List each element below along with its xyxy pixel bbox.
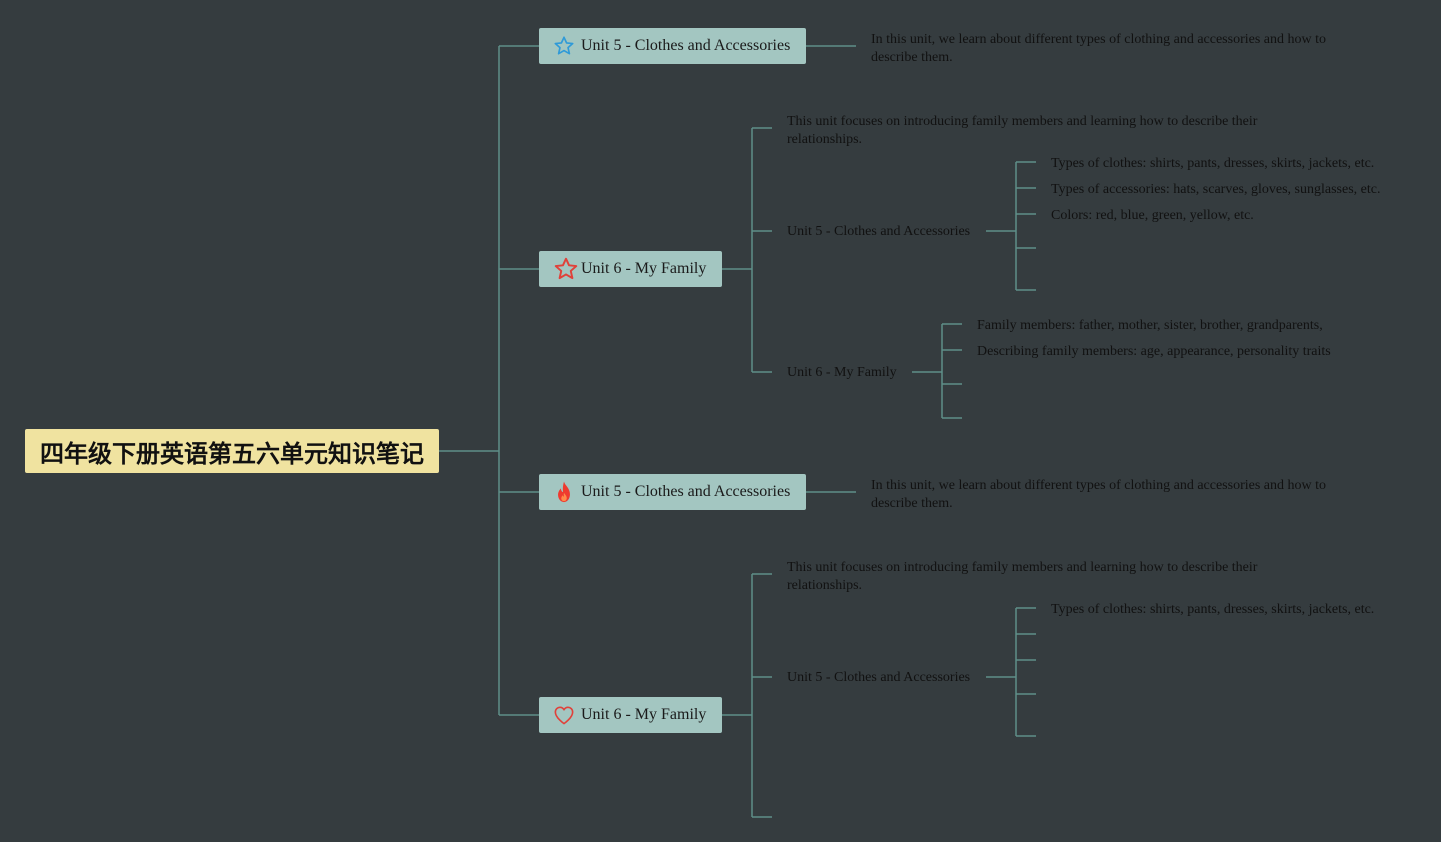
root-title: 四年级下册英语第五六单元知识笔记: [40, 439, 424, 468]
branch-unit5-clothes-1[interactable]: Unit 5 - Clothes and Accessories: [539, 28, 806, 64]
branch-unit6-family-1[interactable]: Unit 6 - My Family: [539, 251, 722, 287]
branch-unit5-clothes-2[interactable]: Unit 5 - Clothes and Accessories: [539, 474, 806, 510]
branch2-sub1-label[interactable]: Unit 5 - Clothes and Accessories: [787, 224, 971, 239]
branch2-sub1-item-2[interactable]: Types of accessories: hats, scarves, glo…: [1051, 182, 1381, 197]
heart-outline-icon: [553, 701, 581, 729]
star-outline-blue-icon: [553, 32, 581, 60]
branch3-description: In this unit, we learn about different t…: [871, 478, 1327, 511]
branch2-intro: This unit focuses on introducing family …: [787, 114, 1258, 146]
branch4-intro: This unit focuses on introducing family …: [787, 560, 1258, 592]
branch-label: Unit 5 - Clothes and Accessories: [581, 483, 791, 500]
branch4-sub1-label[interactable]: Unit 5 - Clothes and Accessories: [787, 670, 971, 685]
branch-unit6-family-2[interactable]: Unit 6 - My Family: [539, 697, 722, 733]
branch-label: Unit 6 - My Family: [581, 260, 707, 277]
branch-label: Unit 5 - Clothes and Accessories: [581, 37, 791, 54]
branch2-sub2-item-2[interactable]: Describing family members: age, appearan…: [977, 344, 1331, 359]
branch2-sub1-item-3[interactable]: Colors: red, blue, green, yellow, etc.: [1051, 208, 1254, 223]
branch1-description: In this unit, we learn about different t…: [871, 32, 1327, 65]
branch2-sub1-item-1[interactable]: Types of clothes: shirts, pants, dresses…: [1051, 156, 1375, 171]
star-outline-red-icon: [553, 255, 581, 283]
branch-label: Unit 6 - My Family: [581, 706, 707, 723]
branch4-sub1-item-1[interactable]: Types of clothes: shirts, pants, dresses…: [1051, 602, 1375, 617]
flame-icon: [553, 478, 581, 506]
branch2-sub2-item-1[interactable]: Family members: father, mother, sister, …: [977, 318, 1323, 333]
branch2-sub2-label[interactable]: Unit 6 - My Family: [787, 365, 897, 380]
root-topic[interactable]: 四年级下册英语第五六单元知识笔记: [25, 429, 439, 473]
